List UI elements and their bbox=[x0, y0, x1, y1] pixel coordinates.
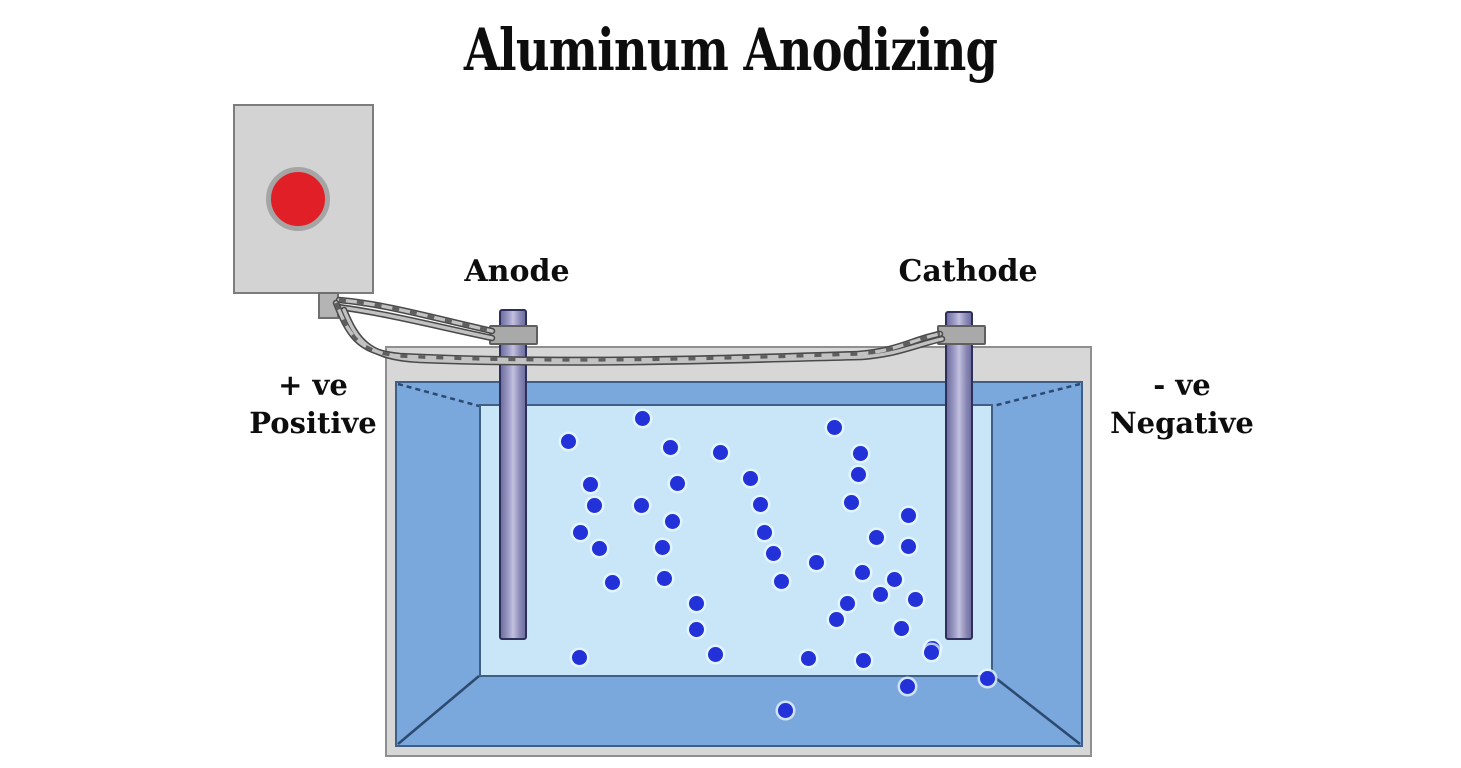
negative-word: Negative bbox=[1110, 406, 1254, 440]
ion-dot bbox=[765, 545, 781, 561]
anode-wire-clamp bbox=[489, 325, 538, 345]
ion-dot bbox=[752, 496, 768, 512]
negative-sign: - ve bbox=[1153, 368, 1211, 402]
ion-dot bbox=[893, 620, 909, 636]
ion-dot bbox=[808, 554, 824, 570]
diagram-title: Aluminum Anodizing bbox=[463, 16, 998, 84]
ion-dot bbox=[800, 650, 816, 666]
ion-dot bbox=[560, 433, 576, 449]
ion-dot bbox=[843, 494, 859, 510]
ion-dot bbox=[886, 571, 902, 587]
ion-dot bbox=[664, 513, 680, 529]
ion-dot bbox=[900, 507, 916, 523]
ion-dot bbox=[571, 649, 587, 665]
ion-dot bbox=[669, 475, 685, 491]
power-button-icon bbox=[266, 167, 330, 231]
ion-dot bbox=[591, 540, 607, 556]
ion-dot bbox=[872, 586, 888, 602]
ion-dot bbox=[850, 466, 866, 482]
positive-terminal-label: + ve Positive bbox=[233, 366, 393, 442]
ion-dot bbox=[777, 702, 793, 718]
ion-dot bbox=[688, 595, 704, 611]
ion-dot bbox=[582, 476, 598, 492]
ion-dot bbox=[742, 470, 758, 486]
ion-dot bbox=[586, 497, 602, 513]
ion-dot bbox=[662, 439, 678, 455]
ion-dot bbox=[868, 529, 884, 545]
ion-dot bbox=[855, 652, 871, 668]
negative-terminal-label: - ve Negative bbox=[1102, 366, 1262, 442]
ion-dot bbox=[707, 646, 723, 662]
ion-dot bbox=[900, 538, 916, 554]
ion-dot bbox=[654, 539, 670, 555]
cathode-wire-clamp bbox=[937, 325, 986, 345]
anode-rod bbox=[499, 309, 527, 640]
ion-dot bbox=[656, 570, 672, 586]
ion-dot bbox=[688, 621, 704, 637]
ion-dot bbox=[712, 444, 728, 460]
ion-dot bbox=[828, 611, 844, 627]
ion-dot bbox=[572, 524, 588, 540]
ion-dot bbox=[756, 524, 772, 540]
positive-sign: + ve bbox=[278, 368, 348, 402]
ion-dot bbox=[907, 591, 923, 607]
ion-dot bbox=[852, 445, 868, 461]
ion-dot bbox=[923, 644, 939, 660]
positive-word: Positive bbox=[249, 406, 377, 440]
anode-label: Anode bbox=[464, 254, 570, 289]
ion-dot bbox=[634, 410, 650, 426]
ion-dot bbox=[854, 564, 870, 580]
ion-dot bbox=[899, 678, 915, 694]
ion-dot bbox=[979, 670, 995, 686]
ion-dot bbox=[604, 574, 620, 590]
ion-dot bbox=[633, 497, 649, 513]
cathode-rod bbox=[945, 311, 973, 640]
ion-dot bbox=[826, 419, 842, 435]
cathode-label: Cathode bbox=[898, 254, 1038, 289]
ion-dot bbox=[773, 573, 789, 589]
ion-dot bbox=[839, 595, 855, 611]
